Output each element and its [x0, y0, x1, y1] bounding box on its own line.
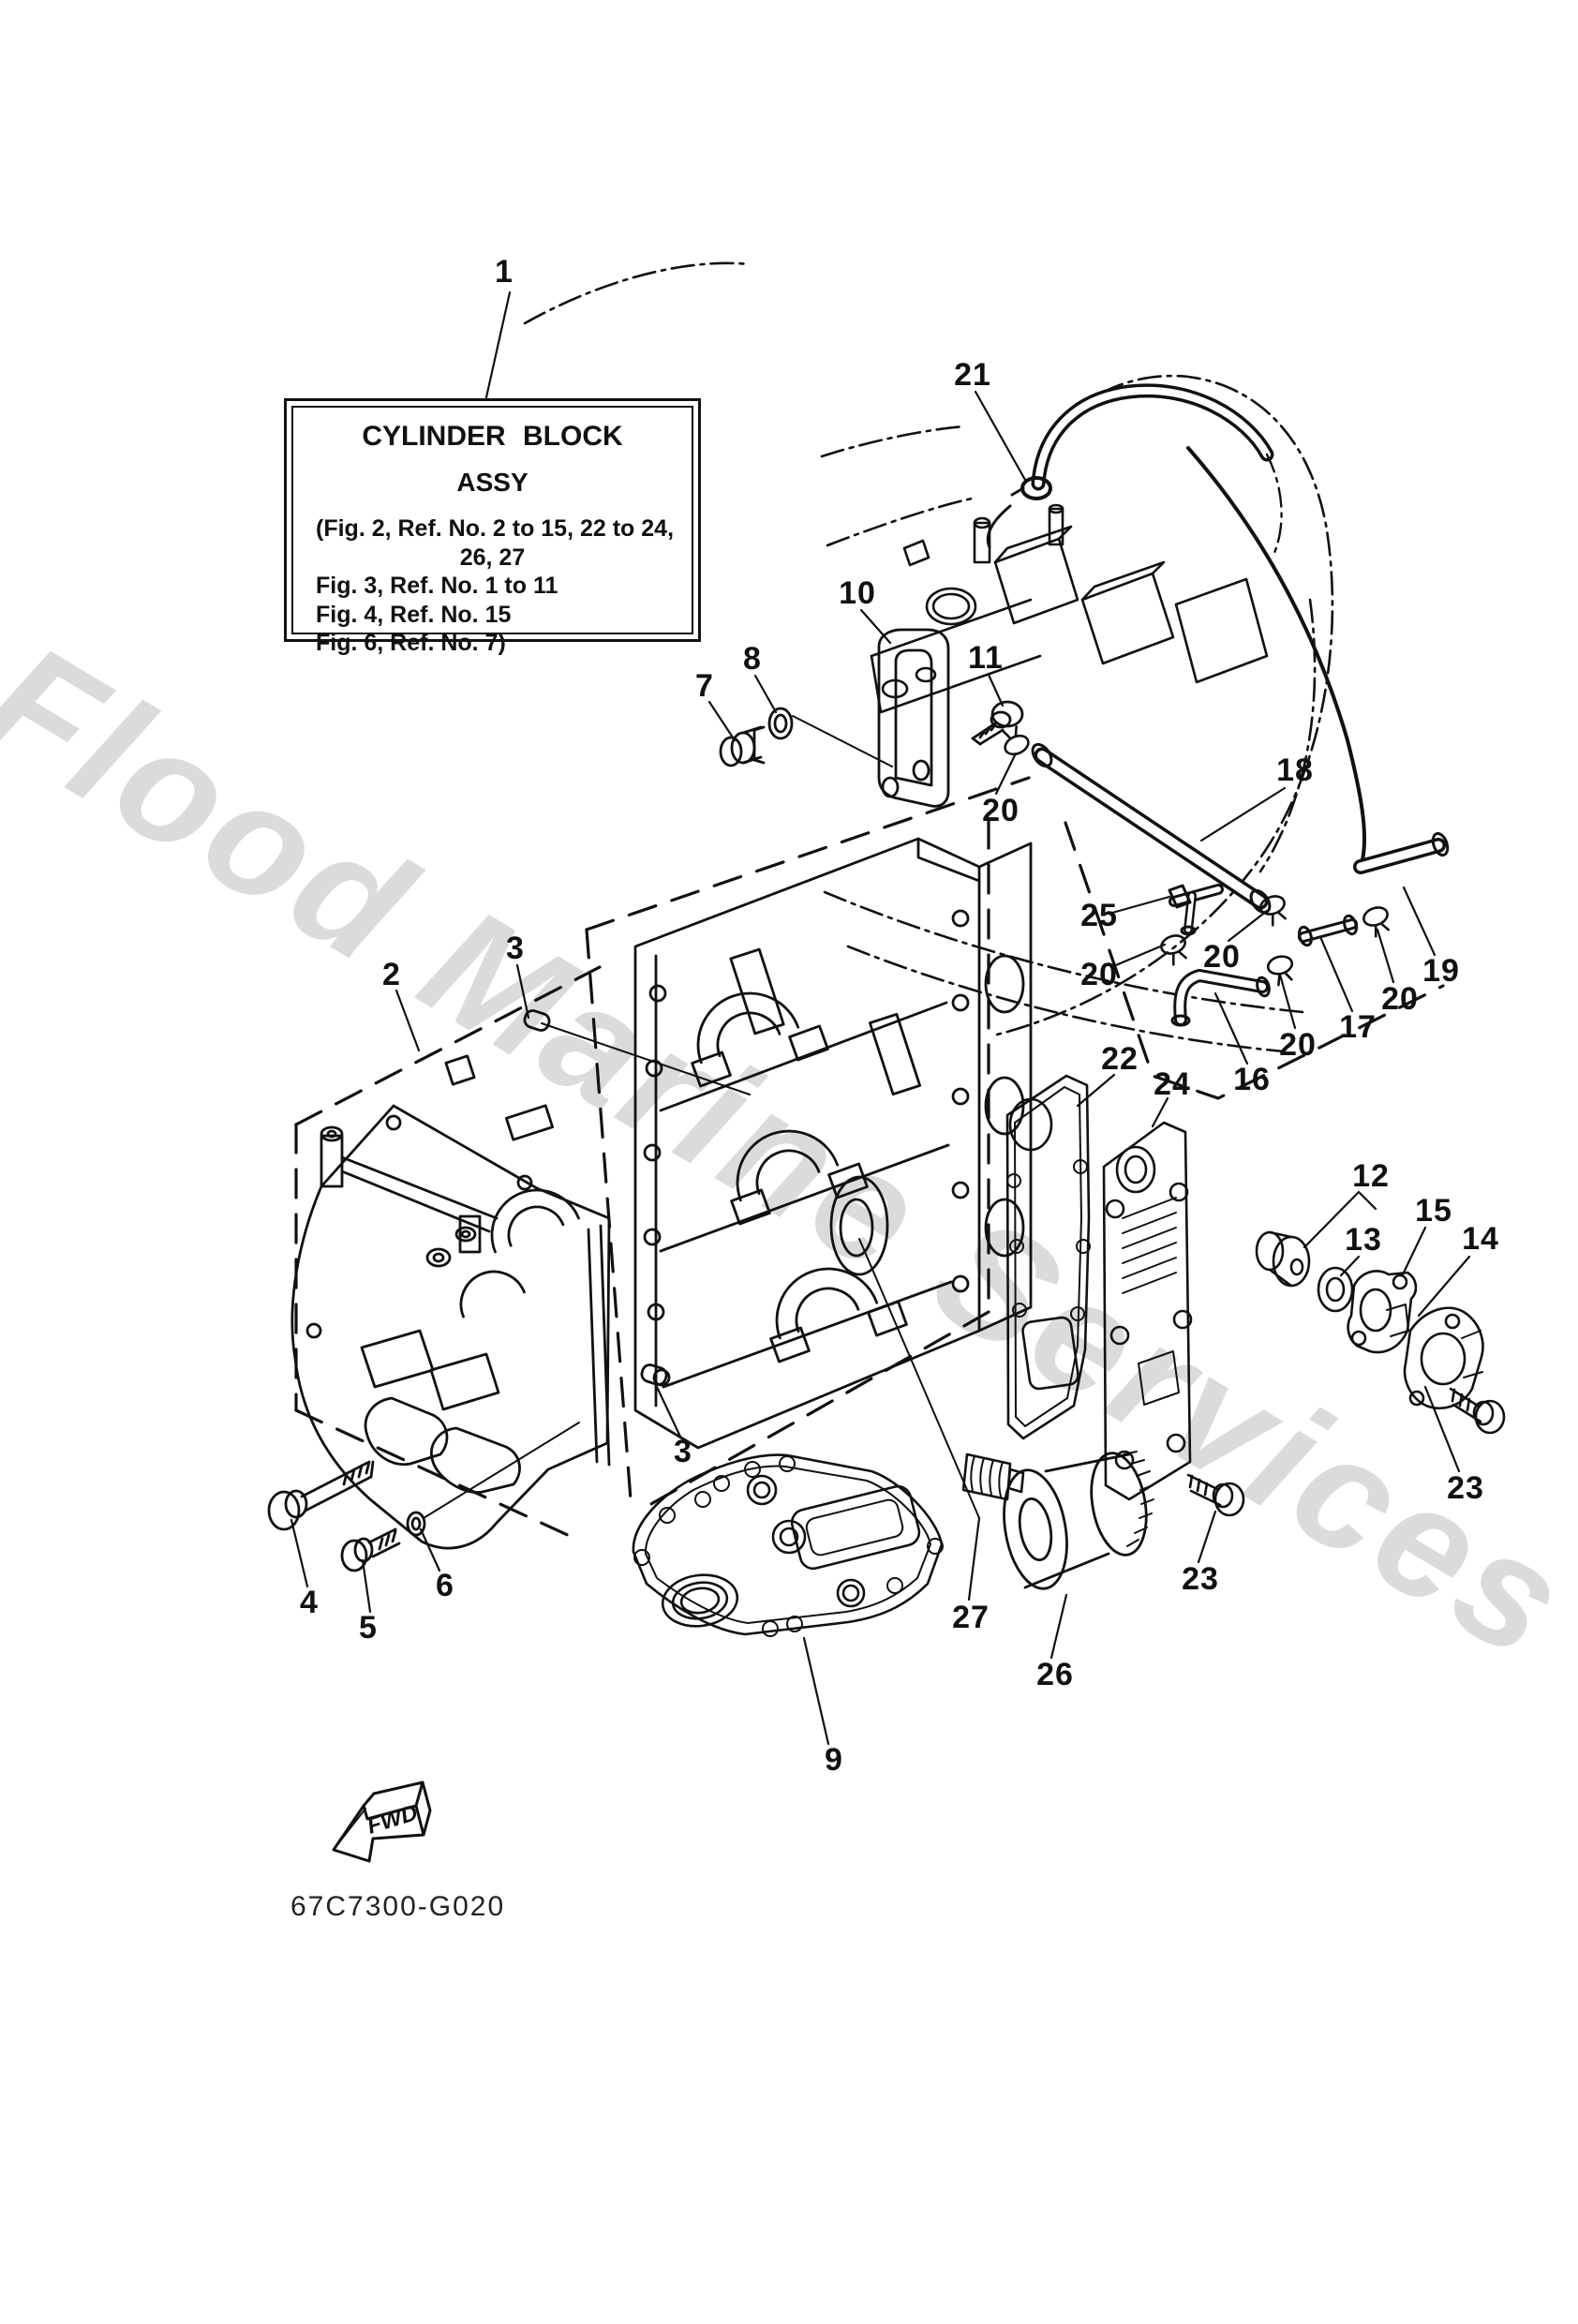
bolt-11: [971, 700, 1024, 746]
hose-clamp-icons: [1001, 725, 1390, 987]
callout-label-3: 3: [506, 931, 525, 966]
oil-pan-gasket-9: [632, 1453, 944, 1637]
water-hose-19: [1186, 446, 1450, 874]
callout-label-20: 20: [1381, 981, 1419, 1017]
callout-label-8: 8: [743, 641, 762, 677]
callout-label-17: 17: [1339, 1009, 1377, 1045]
callout-label-9: 9: [825, 1742, 843, 1778]
callout-label-21: 21: [954, 357, 991, 393]
crankcase-bolts: [267, 1422, 580, 1572]
assembly-title-box-inner: CYLINDER BLOCK ASSY (Fig. 2, Ref. No. 2 …: [291, 406, 693, 656]
callout-label-7: 7: [695, 668, 714, 704]
joint-fitting-17: [1298, 914, 1358, 947]
oil-cooler-plate-24: [1102, 1121, 1193, 1501]
head-gasket-22: [1005, 1074, 1091, 1440]
callout-leader-lines: [290, 290, 1471, 1746]
hose-guide-bracket-10: [877, 628, 950, 808]
callout-label-2: 2: [382, 957, 401, 992]
callout-label-23: 23: [1447, 1470, 1484, 1506]
figure-ref-line: Fig. 6, Ref. No. 7): [316, 630, 506, 656]
callout-label-14: 14: [1462, 1221, 1499, 1257]
oil-filter-26: [1003, 1451, 1154, 1590]
callout-label-20: 20: [1279, 1027, 1317, 1063]
callout-label-20: 20: [1203, 939, 1241, 975]
callout-label-20: 20: [982, 793, 1020, 828]
elbow-hose-16: [1170, 969, 1271, 1027]
crankcase-drawing: [290, 1054, 611, 1550]
callout-label-16: 16: [1233, 1062, 1271, 1097]
callout-label-25: 25: [1080, 898, 1118, 933]
callout-label-3: 3: [674, 1434, 692, 1469]
thermostat-cover-14: [1403, 1306, 1484, 1409]
title-line-2: ASSY: [456, 468, 528, 497]
callout-label-11: 11: [968, 640, 1004, 676]
callout-label-5: 5: [359, 1610, 378, 1646]
callout-label-15: 15: [1415, 1193, 1452, 1229]
callout-label-24: 24: [1154, 1066, 1191, 1102]
figure-ref-line: (Fig. 2, Ref. No. 2 to 15, 22 to 24,: [316, 515, 675, 542]
tee-fitting-25: [1168, 884, 1224, 936]
breather-hose: [1031, 383, 1283, 555]
thermostat-12: [1255, 1230, 1311, 1288]
washer-13: [1317, 1266, 1354, 1313]
bolt-23-right: [1449, 1387, 1506, 1435]
callout-label-18: 18: [1276, 752, 1314, 788]
bolt-23-left: [1186, 1473, 1245, 1517]
figure-references: (Fig. 2, Ref. No. 2 to 15, 22 to 24, 26,…: [303, 514, 682, 658]
callout-label-19: 19: [1422, 953, 1460, 989]
callout-label-27: 27: [952, 1600, 990, 1635]
figure-ref-line: Fig. 4, Ref. No. 15: [316, 601, 512, 628]
thermostat-gasket-15: [1347, 1270, 1418, 1354]
callout-label-13: 13: [1345, 1222, 1382, 1258]
oil-plug-7: [719, 725, 766, 767]
drawing-code: 67C7300-G020: [290, 1891, 506, 1922]
figure-ref-line: 26, 27: [459, 544, 526, 571]
callout-label-20: 20: [1080, 957, 1118, 992]
filter-fitting-27: [961, 1452, 1025, 1501]
callout-label-10: 10: [839, 575, 876, 611]
callout-label-26: 26: [1036, 1657, 1074, 1692]
callout-label-23: 23: [1182, 1561, 1219, 1597]
figure-ref-line: Fig. 3, Ref. No. 1 to 11: [316, 573, 558, 599]
callout-label-22: 22: [1101, 1041, 1139, 1077]
grommet-ring-21: [986, 476, 1052, 549]
title-line-1: CYLINDER BLOCK: [362, 421, 623, 452]
callout-label-1: 1: [495, 254, 514, 290]
callout-label-6: 6: [436, 1568, 454, 1603]
assembly-title-box: CYLINDER BLOCK ASSY (Fig. 2, Ref. No. 2 …: [284, 398, 701, 656]
engine-cowl-outline: [523, 261, 1334, 1053]
callout-label-4: 4: [300, 1585, 319, 1620]
callout-label-12: 12: [1352, 1158, 1390, 1194]
